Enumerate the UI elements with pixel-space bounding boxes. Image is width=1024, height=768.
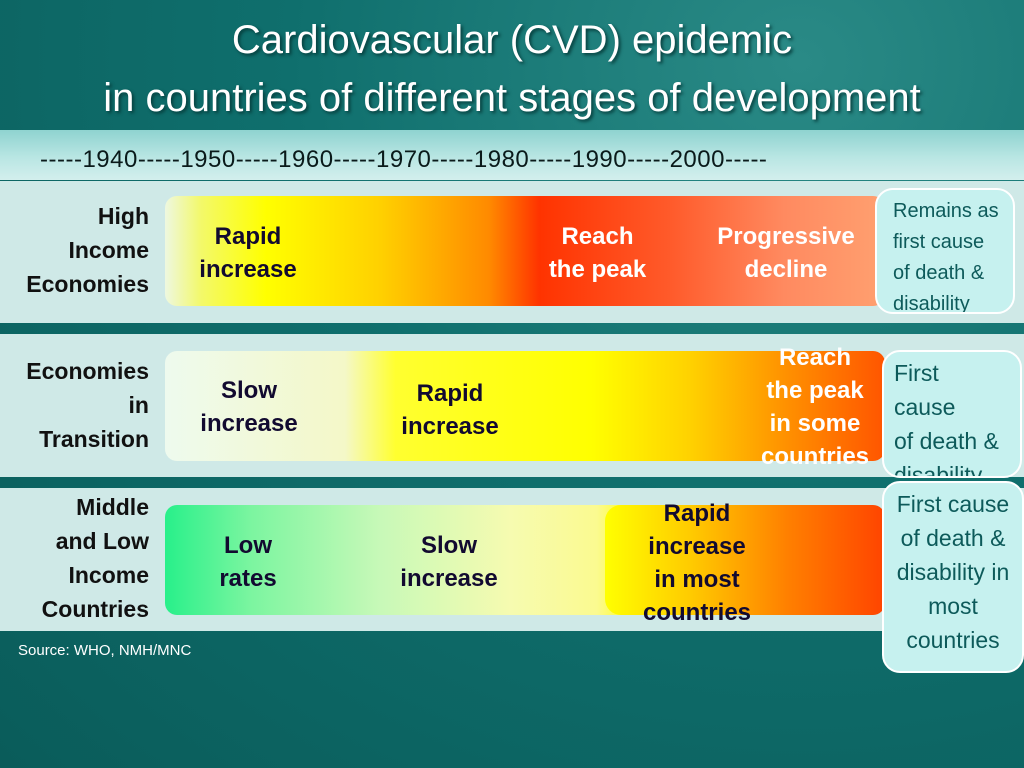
callout-high-income: Remains as first cause of death & disabi… xyxy=(875,188,1015,314)
stage-low-rates: Low rates xyxy=(219,532,277,592)
stage-progressive-decline: Progressive decline xyxy=(717,223,855,283)
title-line-2: in countries of different stages of deve… xyxy=(103,76,921,120)
stage-slow-increase-low: Slow increase xyxy=(400,532,498,592)
source-note: Source: WHO, NMH/MNC xyxy=(18,642,192,659)
row-label-transition: Economies in Transition xyxy=(26,358,149,452)
stage-slow-increase: Slow increase xyxy=(200,377,298,437)
stage-rapid-increase-transition: Rapid increase xyxy=(401,380,499,440)
stage-rapid-increase: Rapid increase xyxy=(199,223,297,283)
callout-low-income: First cause of death & disability in mos… xyxy=(882,481,1024,673)
gradient-bar-low-income-rapid xyxy=(605,505,885,615)
timeline-band xyxy=(0,130,1024,180)
row-label-high-income: High Income Economies xyxy=(26,203,149,297)
stage-reach-peak: Reach the peak xyxy=(548,223,647,283)
stage-reach-peak-some: Reach the peak in some countries xyxy=(760,344,870,470)
row-label-low-income: Middle and Low Income Countries xyxy=(41,494,149,622)
gradient-bar-high-income xyxy=(165,196,885,306)
stage-rapid-increase-most: Rapid increase in most countries xyxy=(642,500,752,626)
timeline-axis: -----1940-----1950-----1960-----1970----… xyxy=(40,146,768,173)
title-line-1: Cardiovascular (CVD) epidemic xyxy=(231,18,793,62)
callout-transition: First cause of death & disability xyxy=(882,350,1022,478)
gradient-bar-transition-rapid xyxy=(395,351,885,461)
